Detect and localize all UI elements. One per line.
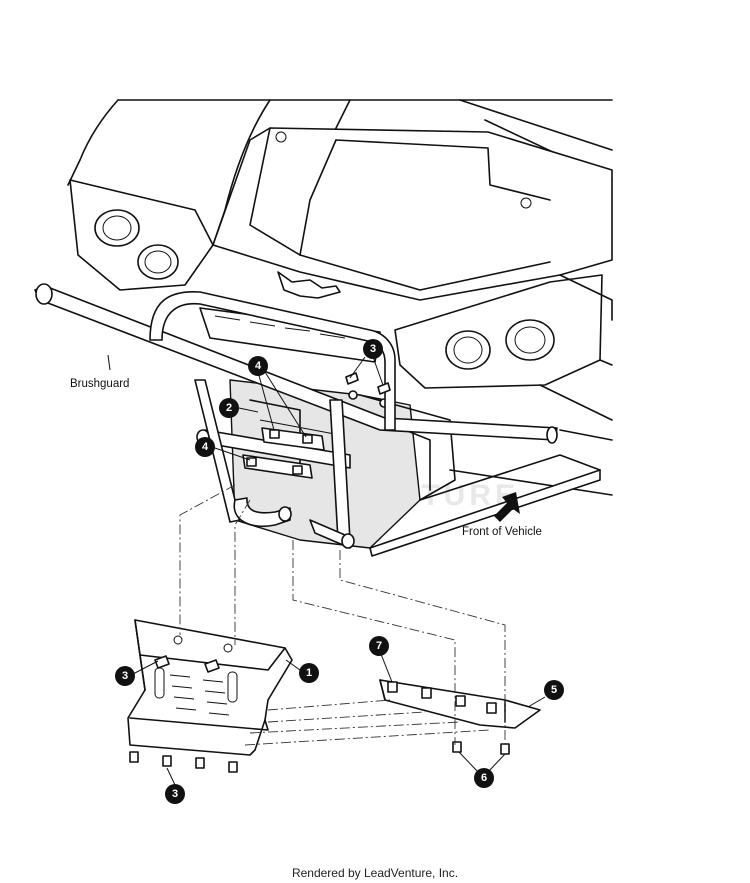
svg-text:6: 6	[481, 772, 487, 784]
svg-text:3: 3	[122, 670, 128, 682]
brushguard-label: Brushguard	[70, 378, 129, 390]
callout-4-lower: 4	[195, 437, 215, 457]
callout-6: 6	[474, 768, 494, 788]
svg-text:4: 4	[202, 441, 209, 453]
svg-text:2: 2	[226, 402, 232, 414]
svg-text:5: 5	[551, 684, 557, 696]
svg-text:7: 7	[376, 640, 382, 652]
svg-text:1: 1	[306, 667, 312, 679]
callout-3-bottom: 3	[165, 784, 185, 804]
callout-1: 1	[299, 663, 319, 683]
footer-credit: Rendered by LeadVenture, Inc.	[291, 866, 459, 880]
vehicle-body	[67, 99, 613, 496]
guard-plate	[379, 679, 541, 755]
svg-text:3: 3	[370, 343, 376, 355]
callout-5: 5	[544, 680, 564, 700]
callout-2: 2	[219, 398, 239, 418]
alignment-lines	[179, 484, 506, 746]
callout-3-top: 3	[363, 339, 383, 359]
callout-4-top: 4	[248, 356, 268, 376]
front-of-vehicle-label: Front of Vehicle	[462, 526, 542, 538]
svg-text:4: 4	[255, 360, 262, 372]
callout-3-left: 3	[115, 666, 135, 686]
leader-lines	[107, 354, 546, 786]
brushguard	[34, 283, 558, 549]
skid-plate	[127, 619, 293, 773]
svg-text:3: 3	[172, 788, 178, 800]
callout-7: 7	[369, 636, 389, 656]
front-arrow-icon	[494, 492, 520, 522]
